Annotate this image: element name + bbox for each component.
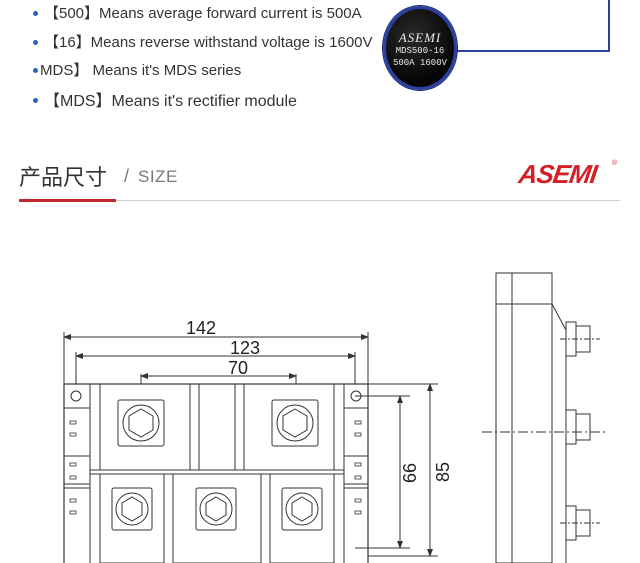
callout-line <box>455 50 610 52</box>
bullet-dot-icon <box>33 10 38 16</box>
callout-line-vertical <box>608 0 610 52</box>
product-chip-image <box>383 6 457 90</box>
bullet-series: MDS】 Means it's MDS series <box>33 61 241 81</box>
dim-label-85: 85 <box>433 462 453 482</box>
bullet-voltage: 【16】Means reverse withstand voltage is 1… <box>33 33 373 53</box>
dimension-drawing: 142 123 70 66 85 <box>63 272 606 563</box>
product-badge: ASEMI MDS500-16 500A 1600V <box>383 6 457 90</box>
bullet-current-text: 【500】Means average forward current is 50… <box>44 5 362 22</box>
dim-label-66: 66 <box>400 463 420 483</box>
section-title-separator: / <box>124 166 130 186</box>
dim-label-123: 123 <box>230 338 260 358</box>
bullet-module-text: 【MDS】Means it's rectifier module <box>44 93 297 110</box>
bullet-series-text: MDS】 Means it's MDS series <box>40 62 242 79</box>
bullet-dot-icon <box>33 67 38 73</box>
spec-bullet-list: 【500】Means average forward current is 50… <box>0 0 640 120</box>
terminal-pad-bottom-right <box>281 487 323 531</box>
section-title-cn: 产品尺寸 <box>19 166 108 191</box>
section-divider <box>19 200 620 201</box>
badge-model: MDS500-16 <box>395 46 445 56</box>
asemi-logo: ASEMI <box>516 159 599 189</box>
terminal-pad-top-left <box>117 399 165 447</box>
badge-rating: 500A 1600V <box>392 58 447 68</box>
mount-hole-left <box>70 390 82 402</box>
bullet-module: 【MDS】Means it's rectifier module <box>33 92 297 112</box>
dim-label-142: 142 <box>186 318 216 338</box>
side-view <box>482 272 606 563</box>
bullet-voltage-text: 【16】Means reverse withstand voltage is 1… <box>44 34 373 51</box>
bullet-dot-icon <box>33 98 38 104</box>
terminal-pad-bottom-mid <box>195 487 237 531</box>
registered-mark: ® <box>612 160 618 167</box>
mount-hole-right <box>350 390 362 402</box>
badge-brand: ASEMI <box>398 30 442 45</box>
section-title-en: SIZE <box>138 167 178 186</box>
dim-label-70: 70 <box>228 358 248 378</box>
bullet-dot-icon <box>33 39 38 45</box>
terminal-pad-top-right <box>271 399 319 447</box>
terminal-pad-bottom-left <box>111 487 153 531</box>
section-divider-accent <box>19 199 116 202</box>
bullet-current: 【500】Means average forward current is 50… <box>33 4 362 24</box>
